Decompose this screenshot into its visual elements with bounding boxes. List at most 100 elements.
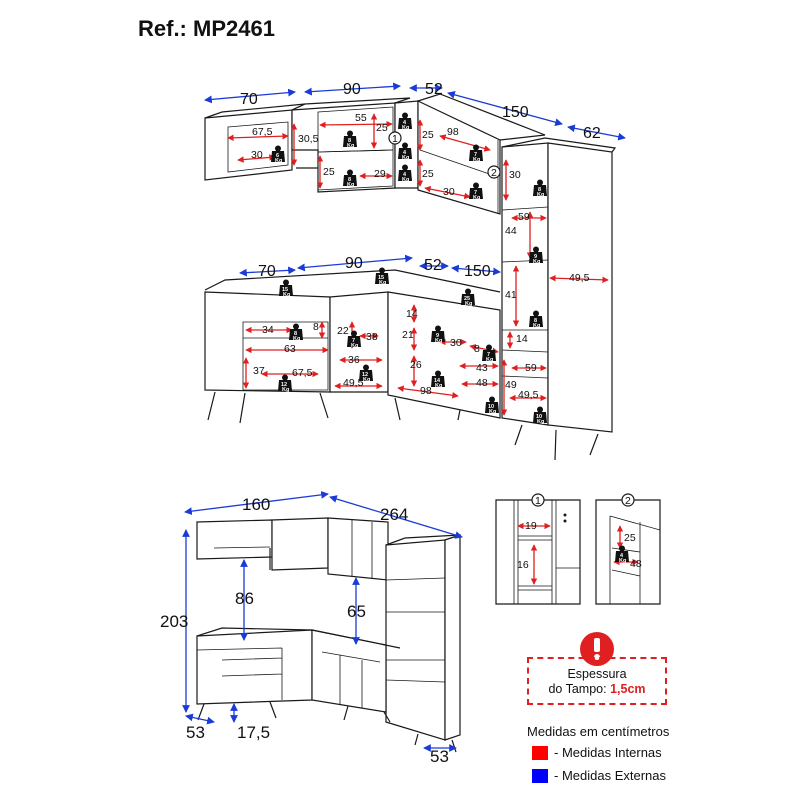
- weight-badges: 6Kg 8Kg 8Kg 4Kg 4Kg 4Kg 7Kg 7Kg 8Kg 9Kg …: [271, 112, 547, 425]
- svg-text:8: 8: [294, 331, 297, 337]
- svg-text:Kg: Kg: [402, 177, 409, 183]
- dim-495-tower-b: 49,5: [518, 389, 539, 401]
- svg-text:Kg: Kg: [473, 195, 480, 201]
- svg-text:Kg: Kg: [402, 125, 409, 131]
- svg-text:Kg: Kg: [379, 280, 386, 286]
- svg-text:Kg: Kg: [275, 158, 282, 164]
- dim-25-a: 25: [376, 122, 388, 134]
- dim-upper-90: 90: [343, 81, 361, 98]
- weight-icon: 8Kg: [289, 323, 303, 342]
- dim-305: 30,5: [298, 133, 319, 145]
- dim-34: 34: [262, 324, 274, 336]
- svg-text:12: 12: [362, 372, 368, 378]
- svg-text:8: 8: [348, 177, 351, 183]
- dim-675-upper: 67,5: [252, 126, 273, 138]
- svg-text:8: 8: [538, 187, 541, 193]
- upper-internal-dims: 67,5 30,5 30 55 25 25 29 25 98 25 30 1 2: [227, 112, 501, 200]
- dim-upper-62: 62: [583, 125, 601, 142]
- legend-external: - Medidas Externas: [532, 768, 666, 783]
- weight-icon: 8Kg: [533, 179, 547, 198]
- dim-65: 65: [347, 602, 366, 621]
- dim-37: 37: [253, 365, 265, 377]
- svg-text:15: 15: [378, 275, 384, 281]
- svg-text:Kg: Kg: [293, 336, 300, 342]
- dim-59-tower: 59: [518, 211, 530, 223]
- svg-text:14: 14: [434, 378, 441, 384]
- internal-swatch: [532, 745, 548, 760]
- dim-29: 29: [374, 168, 386, 180]
- dim-53-a: 53: [186, 723, 205, 742]
- dim-14-tower: 14: [516, 333, 528, 345]
- dim-44: 44: [505, 225, 517, 237]
- callout-1: 1: [392, 133, 398, 145]
- weight-icon: 8Kg: [529, 310, 543, 329]
- dim-25-c: 25: [422, 129, 434, 141]
- weight-icon: 4Kg: [398, 112, 412, 131]
- dim-53-b: 53: [430, 747, 449, 766]
- svg-text:Kg: Kg: [489, 409, 496, 415]
- svg-text:7: 7: [474, 190, 477, 196]
- detail-2-label: 2: [625, 495, 631, 507]
- dim-495-lower: 49,5: [343, 377, 364, 389]
- svg-text:Kg: Kg: [363, 377, 370, 383]
- lower-internal-dims: 34 8 63 37 67,5 22 38 36 49,5 14 21 30 8: [242, 304, 499, 399]
- dim-30-c: 30: [443, 186, 455, 198]
- weight-icon: 6Kg: [271, 145, 285, 164]
- svg-text:Kg: Kg: [282, 387, 289, 393]
- svg-text:8: 8: [348, 138, 351, 144]
- dim-43: 43: [476, 362, 488, 374]
- dim-48-detail: 48: [630, 558, 642, 570]
- weight-icon: 8Kg: [343, 169, 357, 188]
- legend-external-label: - Medidas Externas: [554, 768, 666, 783]
- tower-internal-dims: 30 59 44 49,5 41 14 59 49 49,5: [500, 159, 609, 416]
- dim-14-lower: 14: [406, 308, 418, 320]
- dim-175: 17,5: [237, 723, 270, 742]
- svg-text:Kg: Kg: [537, 192, 544, 198]
- svg-text:7: 7: [487, 352, 490, 358]
- dim-25-d: 25: [422, 168, 434, 180]
- svg-text:Kg: Kg: [533, 259, 540, 265]
- svg-text:Kg: Kg: [486, 357, 493, 363]
- dim-36: 36: [348, 354, 360, 366]
- legend-internal: - Medidas Internas: [532, 745, 662, 760]
- dim-lower-52: 52: [424, 257, 442, 274]
- weight-icon: 7Kg: [469, 182, 483, 201]
- dim-upper-150: 150: [502, 104, 529, 121]
- dim-41: 41: [505, 289, 517, 301]
- svg-text:4: 4: [403, 172, 407, 178]
- weight-icon: 8Kg: [343, 130, 357, 149]
- legend-title: Medidas em centímetros: [527, 724, 670, 739]
- svg-text:4: 4: [403, 120, 407, 126]
- svg-text:10: 10: [536, 414, 542, 420]
- svg-text:Kg: Kg: [435, 338, 442, 344]
- dim-26: 26: [410, 359, 422, 371]
- dim-upper-52: 52: [425, 81, 443, 98]
- dim-lower-70: 70: [258, 263, 276, 280]
- dim-16: 16: [517, 559, 529, 571]
- svg-text:9: 9: [436, 333, 439, 339]
- tower-cabinet: [501, 137, 617, 461]
- svg-text:Kg: Kg: [351, 343, 358, 349]
- svg-text:12: 12: [281, 382, 287, 388]
- svg-text:10: 10: [488, 404, 494, 410]
- weight-icon: 7Kg: [347, 330, 361, 349]
- svg-text:25: 25: [464, 296, 470, 302]
- front-external-dims: 160 264 203 86 65 53 17,5 53: [160, 490, 463, 766]
- svg-text:4: 4: [403, 150, 407, 156]
- detail-2: 2 25 48 4Kg: [595, 493, 661, 605]
- dim-48: 48: [476, 377, 488, 389]
- front-elevation: [196, 517, 461, 753]
- notice-line-1: Espessura: [567, 667, 627, 681]
- dim-495-tower: 49,5: [569, 272, 590, 284]
- upper-external-dims: 70 90 52 150 62: [204, 81, 626, 142]
- dim-98-upper: 98: [447, 126, 459, 138]
- svg-text:Kg: Kg: [283, 292, 290, 298]
